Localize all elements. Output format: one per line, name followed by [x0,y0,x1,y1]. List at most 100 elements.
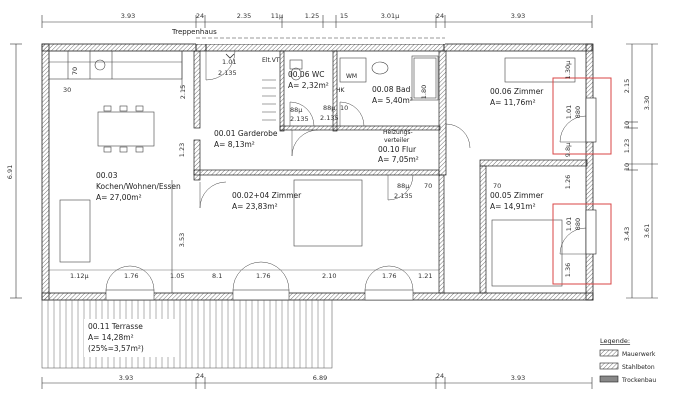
kitchen-counter [48,50,183,90]
win-label-1: 1.01 [565,105,573,119]
room-name-zimmer-ne: 00.06 Zimmer [490,87,544,96]
legend-swatch-mauerwerk [599,349,619,357]
right-dimension-line [626,43,658,299]
mid-bed [293,179,363,247]
room-name-garderobe: 00.01 Garderobe [214,129,278,138]
legend: Legende: Mauerwerk Stahlbeton Trockenbau [599,337,656,384]
mid-door-swing [199,181,227,209]
dim-top-small-1: 11µ [271,12,283,20]
dim-right-2: 10 [623,121,631,129]
win-label-2: 880 [574,106,582,118]
room-area-zimmer-se: A= 14,91m² [490,202,536,211]
wc-door-swing [289,101,315,127]
stair-steps [262,79,276,121]
top-dimension-line [41,15,593,28]
bottom-dimension-line [41,377,593,389]
room-name-bad: 00.08 Bad [372,85,411,94]
ne-bed [504,57,576,83]
bad-dim-180: 1.80 [420,85,428,99]
room-name-zimmer-se: 00.05 Zimmer [490,191,544,200]
highlight-window-lower [552,203,612,285]
room-area-zimmer-ne: A= 11,76m² [490,98,536,107]
garderobe-door-swing [291,129,319,157]
legend-title: Legende: [600,337,630,345]
flur-dim-70: 70 [424,182,432,190]
dim-right-inner-4: 1.36 [564,263,572,277]
ne-door-swing [445,123,471,149]
right-window-lower [559,209,597,255]
se-dim-70: 70 [493,182,501,190]
dim-inner-6: 2.10 [322,272,336,280]
wc-dim-2135: 2.135 [290,115,309,123]
win-label-3: 1.01 [565,217,573,231]
legend-item-trockenbau: Trockenbau [621,377,656,384]
dim-top-5: 15 [340,12,348,20]
terrace-label-bg [84,319,176,357]
door-label-101: 1.01 [222,58,236,66]
wc-dim-88: 88µ [290,106,302,114]
dim-right-1: 2.15 [623,79,631,93]
dim-bottom-5: 3.93 [511,374,525,382]
door-label-2135-a: 2.135 [218,69,237,77]
dim-right-inner-3: 1.26 [564,175,572,189]
bathroom-fixtures [339,55,439,101]
wm-label: WM [346,73,357,80]
sofa [59,199,91,263]
wc-prefix: Elt.VT [262,57,280,64]
interior-walls [193,50,588,294]
dim-right-4: 10 [623,163,631,171]
dim-353: 3.53 [178,233,186,247]
wc-dim-88b: 88µ [323,104,335,112]
stairwell-label: Treppenhaus [171,28,217,36]
legend-swatch-trockenbau [599,375,619,383]
dim-top-6: 3.01µ [381,12,400,20]
dim-bottom-4: 24 [436,372,444,380]
room-name-zimmer-mid: 00.02+04 Zimmer [232,191,302,200]
dim-inner-2: 1.76 [124,272,138,280]
dim-bottom-3: 6.89 [313,374,327,382]
room-area-terrasse: A= 14,28m² [88,333,134,342]
flur-note-1: Heizungs- [383,129,413,136]
room-area-kitchen: A= 27,00m² [96,193,142,202]
entry-door-swing [205,50,236,81]
flur-dim-2135: 2.135 [394,192,413,200]
right-window-upper [559,97,597,143]
dim-123: 1.23 [178,143,186,157]
dim-top-4: 1.25 [305,12,319,20]
legend-swatch-stahlbeton [599,362,619,370]
win-label-4: 880 [574,218,582,230]
left-dimension-line [10,43,22,299]
hk-label: HK [336,87,346,94]
kitchen-dim-70: 70 [71,67,79,75]
room-name-flur: 00.10 Flur [378,145,417,154]
dim-right-inner-1: 1.30µ [564,61,572,80]
bottom-doors [105,261,414,301]
dim-right-6: 3.30 [643,96,651,110]
bad-door-swing [339,101,365,127]
kitchen-dim-30: 30 [63,86,71,94]
se-bed [491,219,563,287]
dim-bottom-1: 3.93 [119,374,133,382]
outer-walls [41,43,594,301]
dim-top-1: 3.93 [121,12,135,20]
legend-item-mauerwerk: Mauerwerk [622,351,656,358]
wc-toilet [289,59,303,81]
dining-table [97,105,155,153]
entry-arrow-icon [225,53,235,59]
dim-inner-1: 1.12µ [70,272,89,280]
dim-inner-7: 1.76 [382,272,396,280]
dim-right-inner-2: 9.8µ [564,143,572,157]
room-area-bad: A= 5,40m² [372,96,413,105]
dim-bottom-2: 24 [196,372,204,380]
room-note-terrasse: (25%=3,57m²) [88,344,144,353]
room-title-kitchen: Kochen/Wohnen/Essen [96,182,181,191]
dim-right-5: 3.43 [623,227,631,241]
highlight-window-upper [552,77,612,155]
room-area-flur: A= 7,05m² [378,155,419,164]
room-area-garderobe: A= 8,13m² [214,140,255,149]
room-area-zimmer-mid: A= 23,83m² [232,202,278,211]
bad-dim-10: 10 [340,104,348,112]
stairwell-gap [196,36,445,44]
dim-right-7: 3.61 [643,224,651,238]
